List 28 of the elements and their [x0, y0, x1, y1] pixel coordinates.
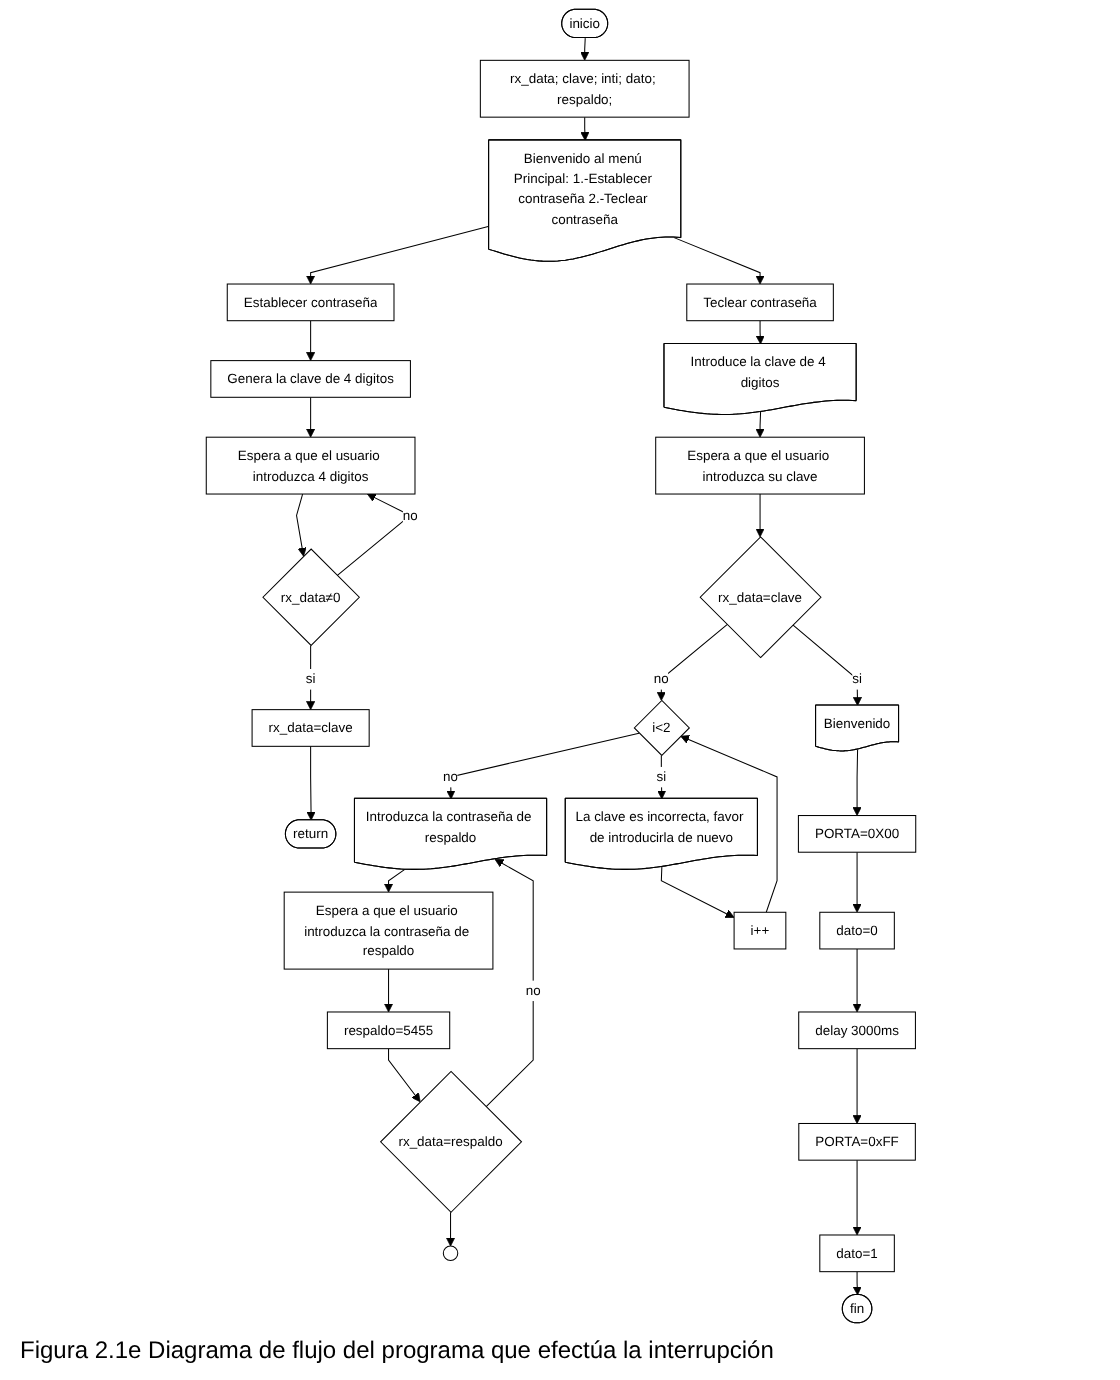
- arrow: [445, 1211, 455, 1247]
- arrow: [679, 735, 777, 913]
- arrow: [754, 493, 764, 538]
- arrow: [754, 411, 764, 438]
- arrow: [851, 1048, 861, 1124]
- node-circle: [441, 1245, 458, 1262]
- arrow: [851, 948, 861, 1013]
- arrow: [305, 225, 489, 285]
- arrow: [851, 1159, 861, 1236]
- arrow: [579, 116, 589, 141]
- arrow: [659, 866, 734, 918]
- arrow: [484, 858, 533, 1108]
- arrow: [305, 396, 315, 438]
- arrow: [754, 320, 764, 345]
- arrow: [791, 624, 861, 706]
- arrow: [305, 320, 315, 361]
- arrow: [295, 493, 306, 557]
- arrow: [305, 745, 315, 821]
- arrow: [387, 1048, 420, 1103]
- arrow: [579, 37, 589, 61]
- arrow: [851, 851, 861, 913]
- arrow: [383, 869, 404, 893]
- arrow: [851, 1271, 861, 1296]
- arrow: [851, 749, 861, 816]
- arrow: [445, 732, 639, 800]
- arrow: [672, 237, 764, 285]
- arrow: [383, 968, 393, 1013]
- caption: Figura 2.1e Diagrama de flujo del programa que efectúa la interrupción: [20, 1336, 776, 1365]
